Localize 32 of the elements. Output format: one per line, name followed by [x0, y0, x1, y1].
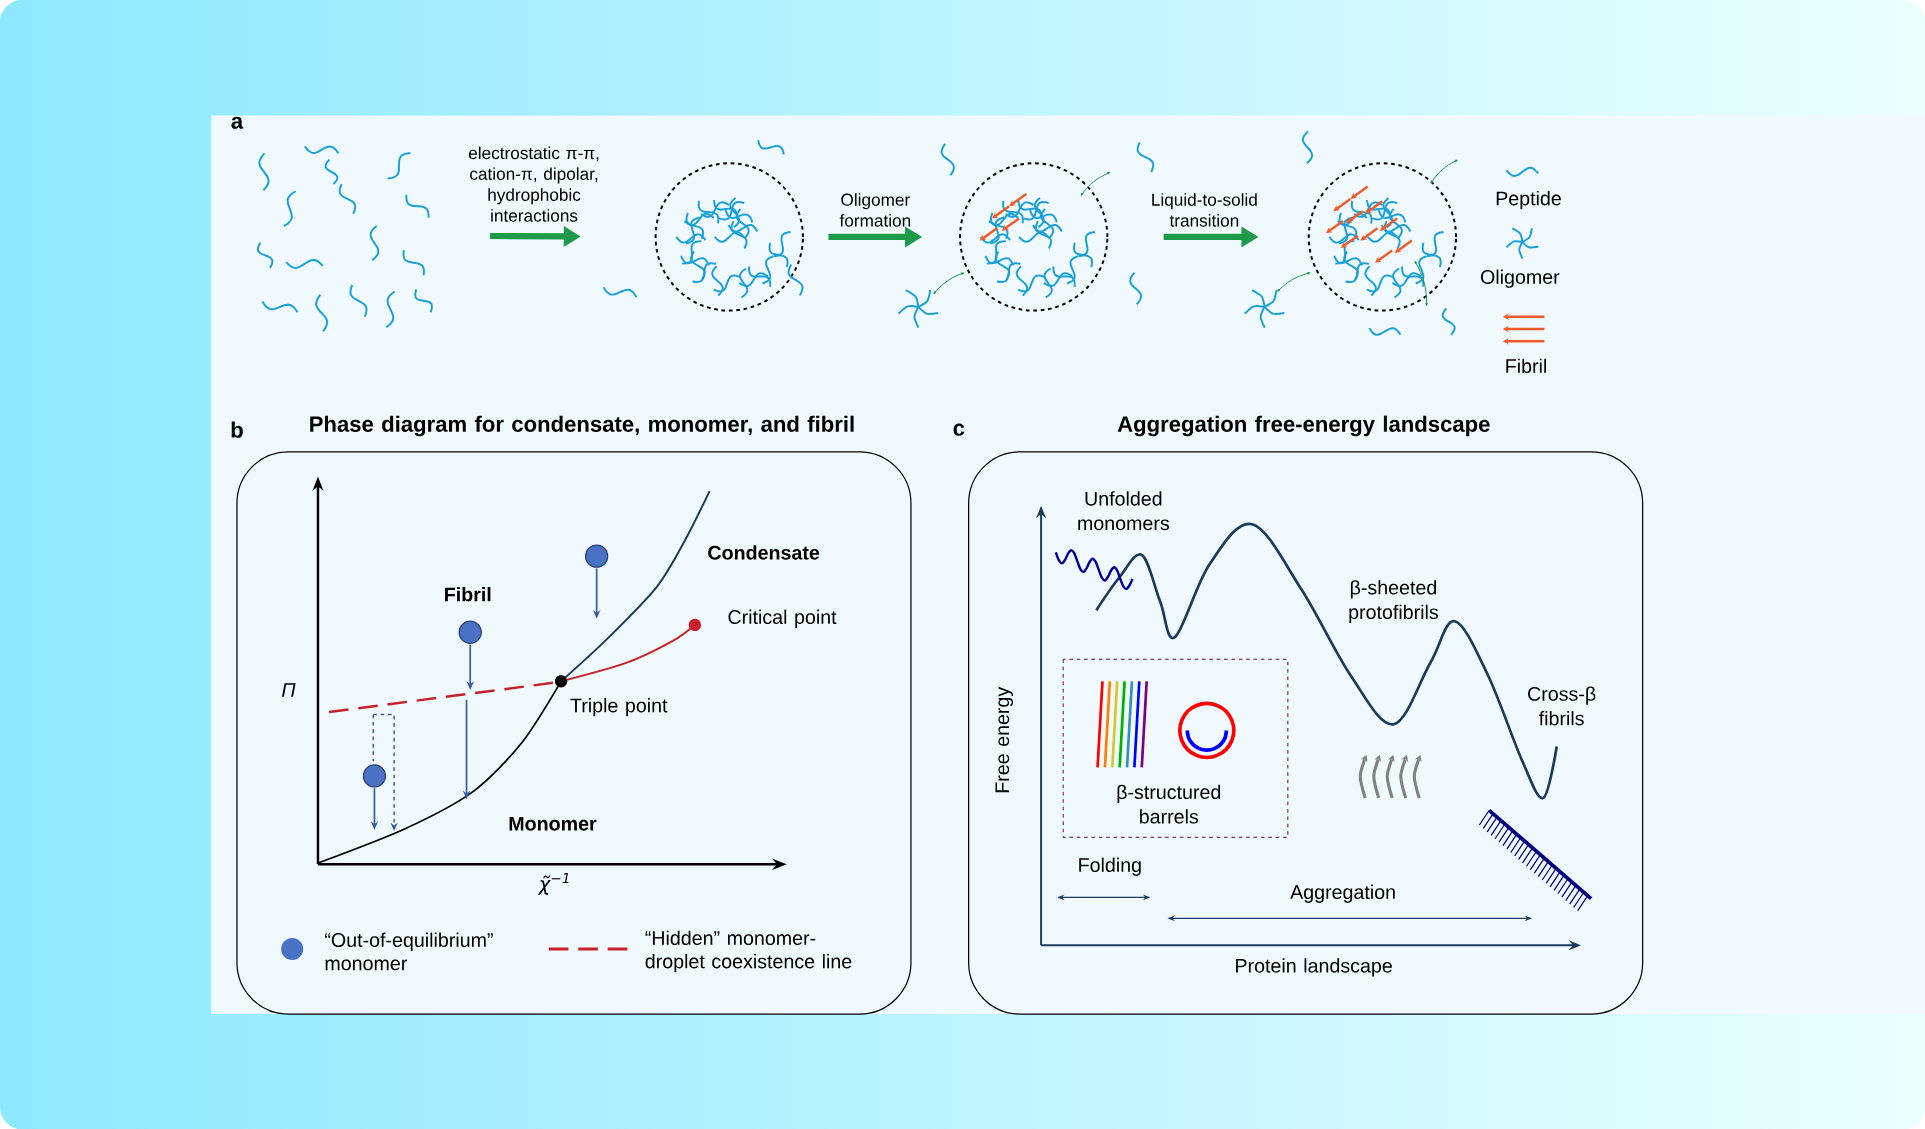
legend-text: Oligomer: [1480, 269, 1560, 288]
edge-label: Liquid-to-solid transition: [1152, 192, 1257, 227]
range-label: Folding: [1079, 857, 1141, 876]
point-label: Critical point: [728, 609, 837, 628]
axis-label: Protein landscape: [1236, 958, 1392, 977]
state-label: β-structured barrels: [1117, 784, 1221, 824]
edge-label: electrostatic π-π, cation-π, dipolar, hydrophobic interactions: [468, 146, 599, 222]
panel-title: Phase diagram for condensate, monomer, and fibril: [310, 415, 854, 437]
droplet-drawing: [654, 162, 804, 312]
panel-letter: a: [231, 116, 244, 129]
axis-label: χ̃$^{−1}$: [537, 872, 569, 895]
axis-label: Π: [282, 683, 296, 697]
state-label: β-sheeted protofibrils: [1349, 579, 1438, 623]
panel-letter: b: [231, 421, 243, 438]
axis-label: Free energy: [995, 686, 1014, 792]
edge-label: Oligomer formation: [839, 192, 911, 227]
region-label: Fibril: [445, 586, 491, 602]
legend-text: “Hidden” monomer-droplet coexistence line: [645, 930, 852, 973]
region-label: Monomer: [509, 816, 597, 831]
range-label: Aggregation: [1290, 884, 1395, 903]
legend-text: Peptide: [1496, 190, 1561, 210]
state-label: Cross-β fibrils: [1528, 686, 1596, 726]
droplet-drawing: [959, 162, 1109, 312]
panel-title: Aggregation free-energy landscape: [1117, 415, 1490, 437]
droplet-drawing: [1307, 162, 1458, 312]
legend-text: “Out-of-equilibrium” monomer: [325, 932, 493, 971]
legend-text: Fibril: [1506, 358, 1546, 373]
panel-letter: c: [953, 423, 965, 436]
peptide-drawing: [257, 145, 433, 333]
region-label: Condensate: [708, 545, 820, 560]
point-label: Triple point: [570, 697, 668, 717]
state-label: Unfolded monomers: [1078, 491, 1169, 530]
